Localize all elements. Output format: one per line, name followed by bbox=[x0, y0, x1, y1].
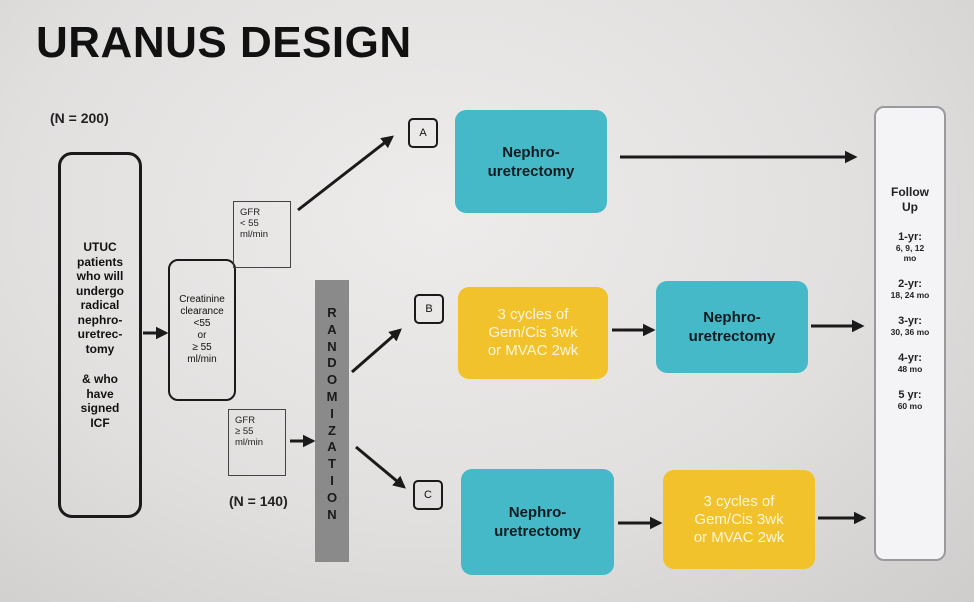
rand-letter: O bbox=[326, 372, 338, 388]
patients-line: patients bbox=[76, 254, 123, 269]
creatinine-line: <55 bbox=[193, 318, 211, 329]
arm-b-nephroureterectomy-box: Nephro- uretrectomy bbox=[656, 281, 808, 373]
follow-up-year: 4-yr: bbox=[898, 352, 922, 364]
rand-letter: N bbox=[327, 506, 337, 522]
gfr-low-line: ml/min bbox=[240, 229, 268, 240]
follow-up-item-5yr: 5 yr: 60 mo bbox=[898, 389, 923, 411]
gfr-high-line: ≥ 55 bbox=[235, 426, 254, 437]
follow-up-months: 60 mo bbox=[897, 401, 923, 411]
arrow-gfr-low-to-arm-a bbox=[297, 135, 394, 212]
rand-letter: A bbox=[327, 439, 337, 455]
arm-b-chemo-box: 3 cycles of Gem/Cis 3wk or MVAC 2wk bbox=[458, 287, 608, 379]
rand-letter: I bbox=[330, 405, 334, 421]
follow-up-box: Follow Up 1-yr: 6, 9, 12 mo 2-yr: 18, 24… bbox=[874, 106, 946, 561]
patients-line: ICF bbox=[90, 415, 110, 430]
arm-a-box1-line: Nephro- bbox=[502, 143, 560, 161]
arm-c-box2-line: or MVAC 2wk bbox=[693, 528, 785, 546]
arm-a-box1-line: uretrectomy bbox=[487, 162, 575, 180]
patients-line: UTUC bbox=[83, 240, 117, 254]
follow-up-months: mo bbox=[903, 253, 917, 263]
creatinine-line: Creatinine bbox=[179, 294, 225, 305]
arrow-randomization-to-arm-b bbox=[351, 328, 402, 374]
gfr-low-line: GFR bbox=[240, 207, 261, 218]
creatinine-clearance-box: Creatinine clearance <55 or ≥ 55 ml/min bbox=[168, 259, 236, 401]
gfr-low-box: GFR < 55 ml/min bbox=[233, 201, 291, 268]
patients-line: signed bbox=[80, 401, 120, 415]
follow-up-item-1yr: 1-yr: 6, 9, 12 mo bbox=[896, 231, 924, 263]
follow-up-year: 2-yr: bbox=[898, 278, 922, 290]
creatinine-line: clearance bbox=[180, 306, 224, 317]
arm-b-box1-line: 3 cycles of bbox=[497, 306, 569, 323]
rand-letter: T bbox=[328, 456, 336, 472]
follow-up-year: 3-yr: bbox=[898, 315, 922, 327]
creatinine-line: ≥ 55 bbox=[192, 342, 212, 353]
total-n-label: (N = 200) bbox=[50, 110, 109, 126]
randomization-bar: R A N D O M I Z A T I O N bbox=[315, 280, 349, 562]
arm-b-label: B bbox=[414, 294, 444, 324]
patients-line: undergo bbox=[76, 283, 124, 298]
patients-line: who will bbox=[76, 269, 124, 283]
arm-b-box1-line: or MVAC 2wk bbox=[487, 342, 579, 359]
follow-up-year: 5 yr: bbox=[898, 389, 922, 401]
follow-up-months: 48 mo bbox=[897, 364, 923, 374]
creatinine-line: ml/min bbox=[187, 354, 217, 365]
arrow-randomization-to-arm-c bbox=[355, 445, 406, 489]
rand-letter: Z bbox=[328, 422, 336, 438]
gfr-high-box: GFR ≥ 55 ml/min bbox=[228, 409, 286, 476]
patients-line: tomy bbox=[85, 341, 115, 356]
arm-c-box1-line: uretrectomy bbox=[494, 523, 581, 540]
randomized-n-label: (N = 140) bbox=[229, 493, 288, 509]
diagram-title: URANUS DESIGN bbox=[36, 18, 412, 67]
arm-c-box2-line: Gem/Cis 3wk bbox=[694, 510, 784, 528]
arm-b-box2-line: Nephro- bbox=[703, 309, 761, 326]
follow-up-months: 6, 9, 12 bbox=[895, 243, 925, 253]
rand-letter: O bbox=[326, 489, 338, 505]
patients-line: radical bbox=[80, 298, 120, 312]
rand-letter: I bbox=[330, 472, 334, 488]
patients-line: uretrec- bbox=[77, 327, 123, 341]
rand-letter: D bbox=[327, 355, 337, 371]
follow-up-title-line: Up bbox=[902, 200, 918, 214]
arm-c-box2-line: 3 cycles of bbox=[703, 492, 775, 510]
gfr-low-line: < 55 bbox=[240, 218, 259, 229]
follow-up-title-line: Follow bbox=[891, 185, 929, 199]
creatinine-line: or bbox=[197, 330, 207, 341]
patients-line: nephro- bbox=[77, 312, 123, 327]
follow-up-year: 1-yr: bbox=[898, 231, 922, 243]
rand-letter: N bbox=[327, 338, 337, 354]
arm-c-nephroureterectomy-box: Nephro- uretrectomy bbox=[461, 469, 614, 575]
arm-c-chemo-box: 3 cycles of Gem/Cis 3wk or MVAC 2wk bbox=[663, 470, 815, 569]
arm-a-label: A bbox=[408, 118, 438, 148]
arm-c-label: C bbox=[413, 480, 443, 510]
patients-line: have bbox=[86, 386, 114, 401]
patients-box: UTUC patients who will undergo radical n… bbox=[58, 152, 142, 518]
rand-letter: R bbox=[327, 305, 337, 320]
gfr-high-line: GFR bbox=[235, 415, 256, 426]
arm-c-box1-line: Nephro- bbox=[508, 504, 567, 521]
arm-b-box1-line: Gem/Cis 3wk bbox=[488, 324, 578, 341]
follow-up-item-2yr: 2-yr: 18, 24 mo bbox=[891, 278, 930, 300]
follow-up-item-3yr: 3-yr: 30, 36 mo bbox=[891, 315, 930, 337]
follow-up-months: 30, 36 mo bbox=[890, 327, 930, 337]
arm-a-nephroureterectomy-box: Nephro- uretrectomy bbox=[455, 110, 607, 213]
rand-letter: M bbox=[326, 388, 338, 404]
follow-up-item-4yr: 4-yr: 48 mo bbox=[898, 352, 923, 374]
patients-line: & who bbox=[82, 372, 118, 386]
follow-up-months: 18, 24 mo bbox=[890, 290, 930, 300]
gfr-high-line: ml/min bbox=[235, 437, 263, 448]
arm-b-box2-line: uretrectomy bbox=[688, 328, 776, 345]
rand-letter: A bbox=[327, 321, 337, 337]
